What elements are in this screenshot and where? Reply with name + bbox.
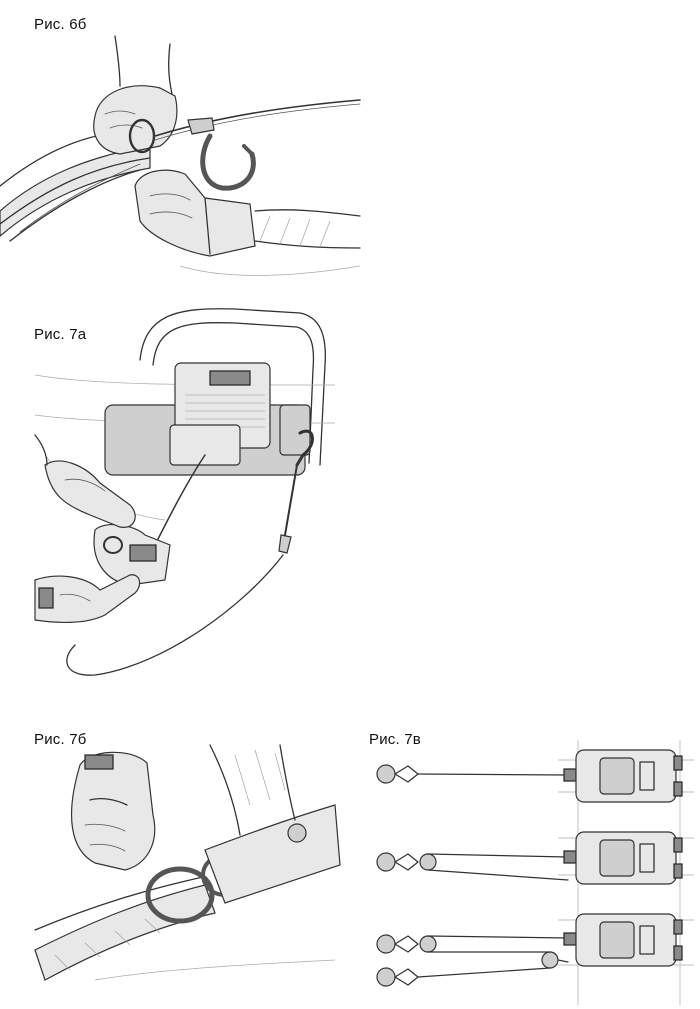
fig7a-illustration-winch-tension-meter: [34, 308, 336, 676]
fig7v-caption: Рис. 7в: [369, 731, 421, 748]
fig6b-caption: Рис. 6б: [34, 16, 87, 33]
rigging-double-line: [376, 831, 683, 885]
fig7v-diagram-pulley-rigging: [376, 740, 694, 1005]
fig6b-illustration-hands-shackle-hook: [0, 35, 361, 276]
fig7b-caption: Рис. 7б: [34, 731, 87, 748]
fig7a-caption: Рис. 7а: [34, 326, 87, 343]
fig7b-illustration-hand-strap-shackle: [34, 744, 341, 981]
rigging-triple-line: [376, 913, 683, 987]
rigging-single-line: [376, 749, 683, 803]
